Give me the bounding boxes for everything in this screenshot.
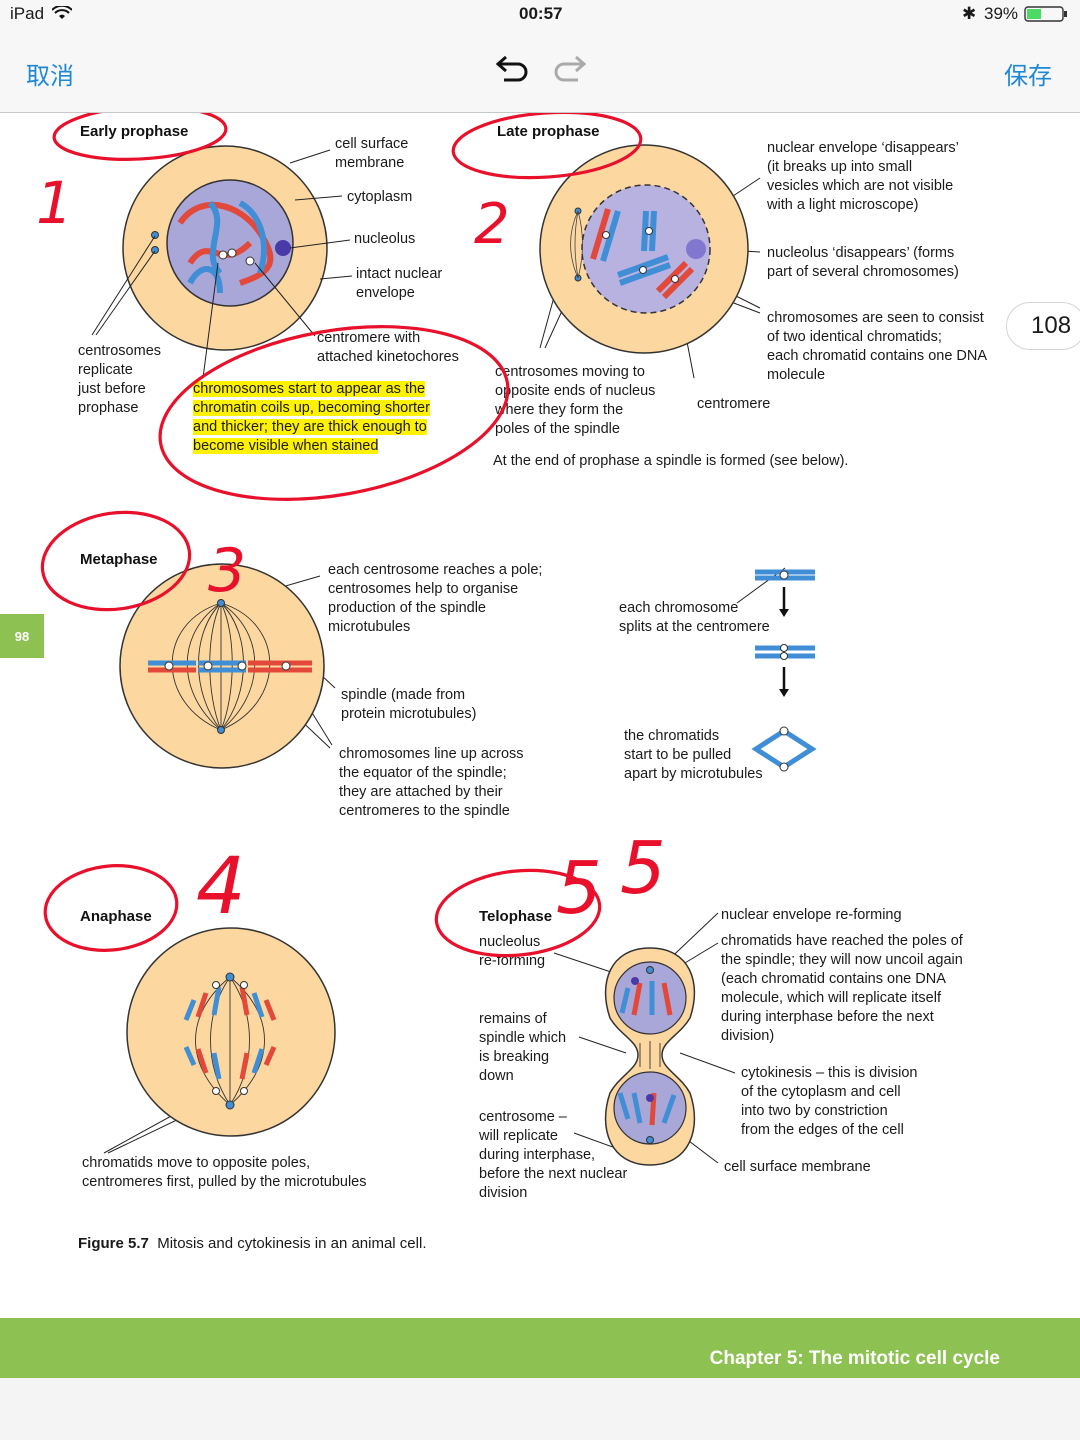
label-centrosome-replicate: centrosome – will replicate during inter… <box>479 1109 628 1201</box>
label-cytokinesis: cytokinesis – this is division of the cy… <box>741 1065 918 1138</box>
telophase-cell <box>604 947 696 1166</box>
bottom-area <box>0 1378 1080 1440</box>
metaphase-title: Metaphase <box>80 551 158 568</box>
label-spindle-remains: remains of spindle which is breaking dow… <box>479 1011 567 1084</box>
handwritten-number-2: 2 <box>474 192 510 257</box>
handwritten-annotations: 1 2 3 4 5 5 <box>36 113 666 958</box>
label-chromatids-pulled: the chromatids start to be pulled apart … <box>624 728 763 782</box>
label-centrosome-pole: each centrosome reaches a pole; centroso… <box>328 562 543 635</box>
page-number-indicator[interactable]: 108 <box>1006 302 1080 350</box>
late-prophase-cell <box>539 144 749 354</box>
label-two-chromatids: chromosomes are seen to consist of two i… <box>767 310 988 383</box>
label-intact-nuclear-envelope: intact nuclear envelope <box>356 266 443 301</box>
label-chromatids-move: chromatids move to opposite poles, centr… <box>82 1155 367 1190</box>
document-page: Early prophase <box>0 113 1080 1323</box>
handwritten-number-1: 1 <box>36 169 73 237</box>
label-centrosomes-replicate: centrosomes replicate just before propha… <box>78 343 162 416</box>
book-page-tab: 98 <box>0 614 44 658</box>
label-chromatids-reached: chromatids have reached the poles of the… <box>721 933 963 1044</box>
label-spindle: spindle (made from protein microtubules) <box>341 687 477 722</box>
label-cell-surface-membrane: cell surface membrane <box>335 136 409 171</box>
figure-number: Figure 5.7 <box>78 1235 149 1252</box>
label-cell-surface-membrane-2: cell surface membrane <box>724 1159 871 1175</box>
highlighted-note-chromosomes: chromosomes start to appear as the chrom… <box>193 380 473 456</box>
cancel-button[interactable]: 取消 <box>26 63 74 90</box>
figure-caption: Figure 5.7 Mitosis and cytokinesis in an… <box>78 1235 427 1252</box>
handwritten-number-4: 4 <box>196 842 246 932</box>
handwritten-number-5b: 5 <box>620 826 666 910</box>
label-nucleolus-disappears: nucleolus ‘disappears’ (forms part of se… <box>767 245 959 280</box>
metaphase-cell <box>119 563 325 769</box>
label-envelope-disappears: nuclear envelope ‘disappears’ (it breaks… <box>767 140 959 213</box>
chapter-title: Chapter 5: The mitotic cell cycle <box>709 1348 1000 1369</box>
anaphase-title: Anaphase <box>80 908 152 925</box>
handwritten-number-3: 3 <box>208 536 246 606</box>
label-centrosomes-moving: centrosomes moving to opposite ends of n… <box>495 364 656 437</box>
label-envelope-reforming: nuclear envelope re-forming <box>721 907 902 923</box>
bluetooth-icon: ✱ <box>962 4 977 23</box>
chromatid-separation-diagram <box>751 569 817 772</box>
prophase-end-note: At the end of prophase a spindle is form… <box>493 453 849 469</box>
anaphase-cell <box>126 927 336 1137</box>
status-bar: iPad 00:57 ✱ 39% <box>0 0 1080 28</box>
figure-caption-text: Mitosis and cytokinesis in an animal cel… <box>157 1235 427 1252</box>
handwritten-number-5a: 5 <box>556 846 602 930</box>
label-chromosomes-line-up: chromosomes line up across the equator o… <box>339 746 524 819</box>
undo-icon[interactable] <box>492 54 528 84</box>
wifi-icon <box>52 6 72 19</box>
editor-toolbar: 取消 保存 <box>0 28 1080 113</box>
battery-icon <box>1024 6 1067 22</box>
battery-percent: 39% <box>984 4 1019 23</box>
label-centromere-kinetochores: centromere with attached kinetochores <box>317 330 459 365</box>
late-prophase-title: Late prophase <box>497 123 600 140</box>
redo-icon[interactable] <box>554 54 590 84</box>
label-chromosome-splits: each chromosome splits at the centromere <box>619 600 770 635</box>
device-name: iPad <box>10 4 45 23</box>
telophase-title: Telophase <box>479 908 553 925</box>
early-prophase-title: Early prophase <box>80 123 189 140</box>
save-button[interactable]: 保存 <box>1004 63 1052 90</box>
clock: 00:57 <box>519 4 563 23</box>
label-nucleolus: nucleolus <box>354 231 416 247</box>
label-centromere: centromere <box>697 396 771 412</box>
chapter-footer: Chapter 5: The mitotic cell cycle <box>0 1318 1080 1378</box>
label-cytoplasm: cytoplasm <box>347 189 413 205</box>
early-prophase-cell <box>122 145 328 351</box>
